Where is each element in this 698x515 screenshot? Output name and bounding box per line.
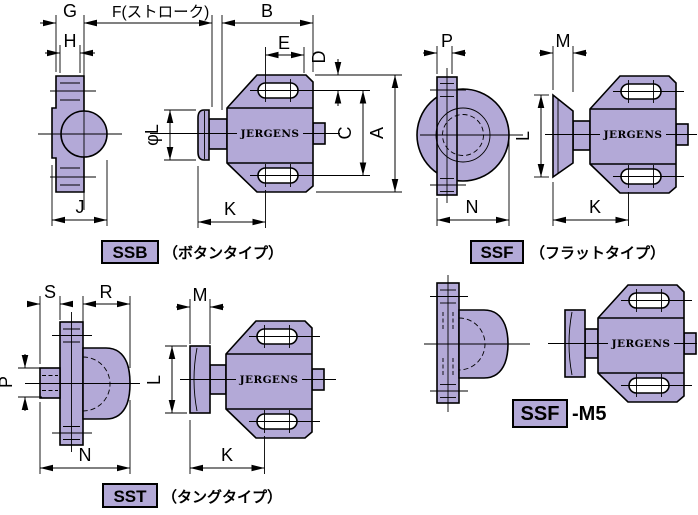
sst-caption: SST （タングタイプ） bbox=[102, 483, 282, 508]
ssf-m5-caption: SSF -M5 bbox=[512, 399, 606, 428]
ssf-front-view bbox=[545, 75, 697, 194]
ssf-m5-suffix: -M5 bbox=[572, 403, 606, 425]
ssb-dimensions: G H F(ストローク) B E D C bbox=[40, 1, 402, 228]
dim-label-k-ssf: K bbox=[589, 197, 601, 217]
ssb-type-label: （ボタンタイプ） bbox=[163, 244, 283, 262]
sst-side-view bbox=[25, 312, 140, 452]
dim-label-p-sst: P bbox=[0, 376, 16, 388]
sst-type-label: （タングタイプ） bbox=[162, 488, 282, 506]
ssf-label-box bbox=[470, 240, 524, 264]
dim-label-j: J bbox=[76, 197, 85, 217]
sst-dimensions: S R P N M L K bbox=[0, 282, 265, 474]
ssf-side-view bbox=[416, 68, 523, 203]
dim-label-m-ssf: M bbox=[556, 31, 571, 51]
ssf-group: P M L N K SSF （フラットタイプ） bbox=[416, 31, 697, 264]
ssf-m5-label-box bbox=[512, 399, 568, 428]
ssf-m5-side-view bbox=[424, 275, 530, 412]
ssb-group: G H F(ストローク) B E D C bbox=[38, 1, 402, 264]
ssf-caption: SSF （フラットタイプ） bbox=[470, 240, 665, 264]
sst-group: S R P N M L K bbox=[0, 282, 336, 508]
dim-label-a: A bbox=[367, 127, 387, 139]
dim-label-m-sst: M bbox=[193, 285, 208, 305]
dim-label-s: S bbox=[44, 282, 56, 302]
ssf-m5-group: SSF -M5 bbox=[424, 275, 697, 428]
dim-label-n-ssf: N bbox=[466, 197, 479, 217]
dim-label-h: H bbox=[64, 31, 77, 51]
sst-label-box bbox=[102, 483, 158, 508]
dim-label-k-ssb: K bbox=[224, 199, 236, 219]
sst-code: SST bbox=[113, 487, 147, 506]
ssb-code: SSB bbox=[113, 243, 148, 262]
ssb-side-view bbox=[38, 15, 122, 210]
ssb-caption: SSB （ボタンタイプ） bbox=[101, 240, 283, 264]
dim-label-g: G bbox=[63, 1, 77, 21]
ssf-type-label: （フラットタイプ） bbox=[530, 244, 665, 262]
ssb-label-box bbox=[101, 240, 159, 264]
dim-label-k-sst: K bbox=[221, 445, 233, 465]
dim-label-phi-l: φL bbox=[142, 124, 162, 146]
dim-label-e: E bbox=[278, 33, 290, 53]
ssf-code: SSF bbox=[480, 243, 513, 262]
dim-label-d: D bbox=[309, 51, 329, 64]
dim-label-f-stroke: F(ストローク) bbox=[112, 3, 209, 21]
dim-label-l-ssf: L bbox=[513, 131, 533, 141]
ssf-dimensions: P M L N K bbox=[423, 31, 629, 226]
dim-label-l-sst: L bbox=[144, 375, 164, 385]
dim-label-b: B bbox=[261, 1, 273, 21]
ssf-m5-code: SSF bbox=[521, 403, 560, 425]
dim-label-c: C bbox=[335, 127, 355, 140]
ssb-front-view bbox=[150, 74, 340, 193]
sst-front-view bbox=[180, 320, 336, 439]
dim-label-n-sst: N bbox=[79, 445, 92, 465]
dim-label-r: R bbox=[100, 282, 113, 302]
dim-label-p-ssf: P bbox=[441, 31, 453, 51]
ssf-m5-front-view bbox=[548, 284, 697, 403]
